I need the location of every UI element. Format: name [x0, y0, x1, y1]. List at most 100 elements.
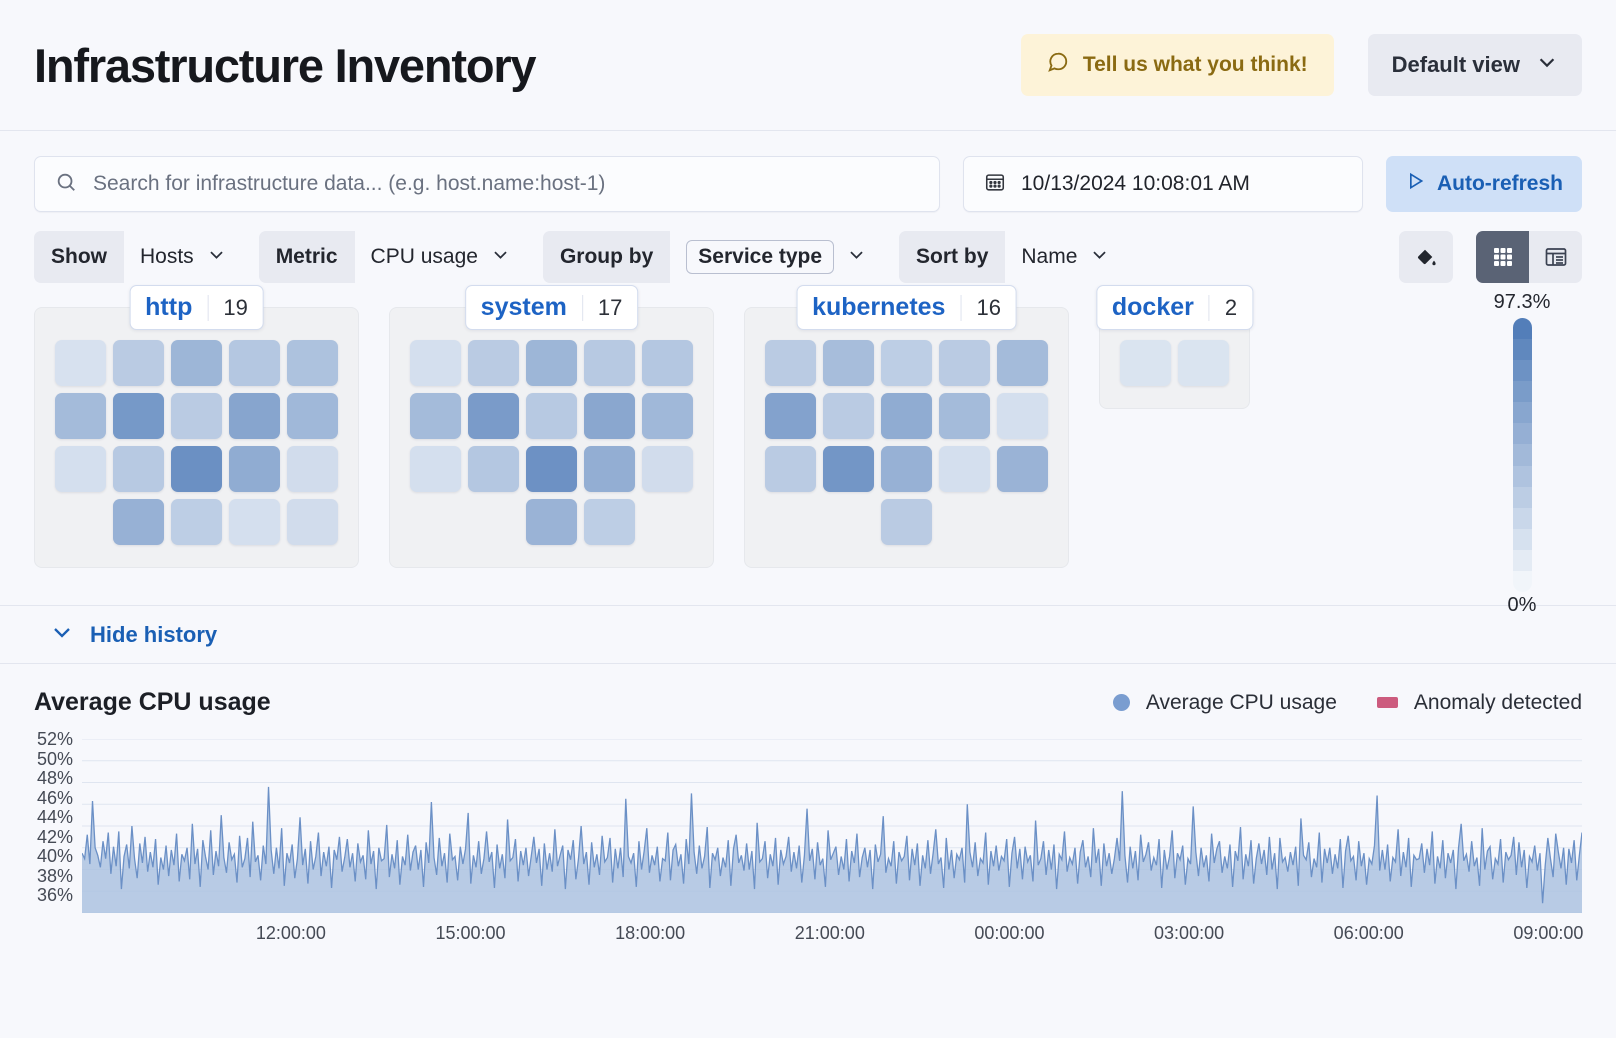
waffle-cell[interactable] — [765, 446, 816, 492]
waffle-cell[interactable] — [1178, 340, 1229, 386]
x-tick-label: 03:00:00 — [1154, 923, 1225, 943]
waffle-cell[interactable] — [113, 446, 164, 492]
waffle-cell[interactable] — [765, 393, 816, 439]
waffle-cell[interactable] — [526, 499, 577, 545]
waffle-cell[interactable] — [55, 340, 106, 386]
waffle-cell[interactable] — [642, 446, 693, 492]
waffle-cell[interactable] — [171, 340, 222, 386]
waffle-cell[interactable] — [287, 340, 338, 386]
waffle-cell[interactable] — [55, 446, 106, 492]
filter-show-value[interactable]: Hosts — [124, 231, 242, 283]
waffle-cell[interactable] — [468, 446, 519, 492]
filter-metric-value[interactable]: CPU usage — [355, 231, 526, 283]
color-scale-step — [1512, 318, 1532, 340]
table-view-icon[interactable] — [1529, 231, 1582, 283]
group-name[interactable]: docker — [1111, 293, 1194, 321]
waffle-cell[interactable] — [55, 393, 106, 439]
waffle-cell[interactable] — [113, 340, 164, 386]
filter-sort-by-value[interactable]: Name — [1005, 231, 1125, 283]
waffle-cell[interactable] — [526, 340, 577, 386]
color-scale-step — [1512, 360, 1532, 382]
date-picker[interactable]: 10/13/2024 10:08:01 AM — [963, 156, 1363, 212]
grid-view-icon[interactable] — [1476, 231, 1529, 283]
legend-marker-circle — [1112, 694, 1130, 711]
search-input[interactable]: Search for infrastructure data... (e.g. … — [34, 156, 940, 212]
waffle-row — [765, 446, 1048, 492]
paint-bucket-icon[interactable] — [1399, 231, 1453, 283]
auto-refresh-button[interactable]: Auto-refresh — [1386, 156, 1582, 212]
hide-history-toggle[interactable]: Hide history — [0, 606, 1616, 664]
group-name[interactable]: system — [480, 293, 567, 321]
waffle-cell[interactable] — [584, 499, 635, 545]
waffle-cell[interactable] — [823, 446, 874, 492]
waffle-cell[interactable] — [171, 499, 222, 545]
group-name[interactable]: http — [145, 293, 193, 321]
waffle-row — [410, 393, 693, 439]
legend-item-anomaly-detected[interactable]: Anomaly detected — [1376, 691, 1582, 715]
default-view-button[interactable]: Default view — [1367, 34, 1582, 96]
waffle-cell[interactable] — [584, 393, 635, 439]
filter-sort-by-value-text: Name — [1021, 245, 1078, 268]
x-tick-label: 12:00:00 — [255, 923, 326, 943]
group-name[interactable]: kubernetes — [812, 293, 946, 321]
waffle-cell[interactable] — [468, 340, 519, 386]
waffle-row — [765, 393, 1048, 439]
waffle-cell[interactable] — [939, 446, 990, 492]
waffle-cell[interactable] — [410, 340, 461, 386]
waffle-cell[interactable] — [823, 393, 874, 439]
controls-bar: Search for infrastructure data... (e.g. … — [0, 131, 1616, 283]
waffle-row — [765, 340, 1048, 386]
waffle-cell[interactable] — [229, 393, 280, 439]
filter-metric-value-text: CPU usage — [370, 245, 478, 268]
waffle-cell[interactable] — [287, 499, 338, 545]
chart-body: 52%50%48%46%44%42%40%38%36% — [34, 730, 1582, 913]
waffle-cell[interactable] — [229, 446, 280, 492]
waffle-cell-empty — [55, 499, 106, 545]
chart-plot-area[interactable] — [82, 739, 1582, 913]
waffle-cell[interactable] — [468, 393, 519, 439]
waffle-cell[interactable] — [526, 446, 577, 492]
waffle-cell[interactable] — [584, 446, 635, 492]
group-badge[interactable]: kubernetes 16 — [796, 285, 1017, 330]
waffle-cell[interactable] — [113, 393, 164, 439]
waffle-cell[interactable] — [584, 340, 635, 386]
waffle-cell[interactable] — [410, 446, 461, 492]
legend-item-average-cpu-usage[interactable]: Average CPU usage — [1112, 691, 1337, 715]
waffle-cell[interactable] — [997, 340, 1048, 386]
waffle-cell[interactable] — [113, 499, 164, 545]
waffle-cell[interactable] — [881, 340, 932, 386]
waffle-cell[interactable] — [642, 340, 693, 386]
group-count: 16 — [960, 294, 1015, 321]
color-scale-step — [1512, 339, 1532, 361]
waffle-cell[interactable] — [171, 393, 222, 439]
y-tick-label: 50% — [36, 748, 73, 769]
waffle-cell[interactable] — [1120, 340, 1171, 386]
waffle-cell[interactable] — [642, 393, 693, 439]
waffle-cell[interactable] — [997, 446, 1048, 492]
waffle-cell[interactable] — [881, 499, 932, 545]
waffle-cell[interactable] — [939, 393, 990, 439]
feedback-button[interactable]: Tell us what you think! — [1020, 34, 1334, 96]
calendar-icon — [984, 171, 1006, 198]
waffle-cell[interactable] — [997, 393, 1048, 439]
waffle-cell[interactable] — [765, 340, 816, 386]
group-cells — [744, 307, 1069, 568]
waffle-cell[interactable] — [229, 340, 280, 386]
search-placeholder: Search for infrastructure data... (e.g. … — [93, 172, 606, 195]
waffle-cell[interactable] — [229, 499, 280, 545]
waffle-cell[interactable] — [881, 446, 932, 492]
waffle-cell[interactable] — [823, 340, 874, 386]
filter-group-by-value[interactable]: Service type — [670, 231, 882, 283]
waffle-cell[interactable] — [881, 393, 932, 439]
waffle-cell[interactable] — [526, 393, 577, 439]
waffle-cell[interactable] — [287, 446, 338, 492]
waffle-cell[interactable] — [171, 446, 222, 492]
waffle-cell[interactable] — [939, 340, 990, 386]
color-scale-step — [1512, 486, 1532, 508]
waffle-cell[interactable] — [287, 393, 338, 439]
search-icon — [55, 171, 77, 198]
waffle-cell[interactable] — [410, 393, 461, 439]
